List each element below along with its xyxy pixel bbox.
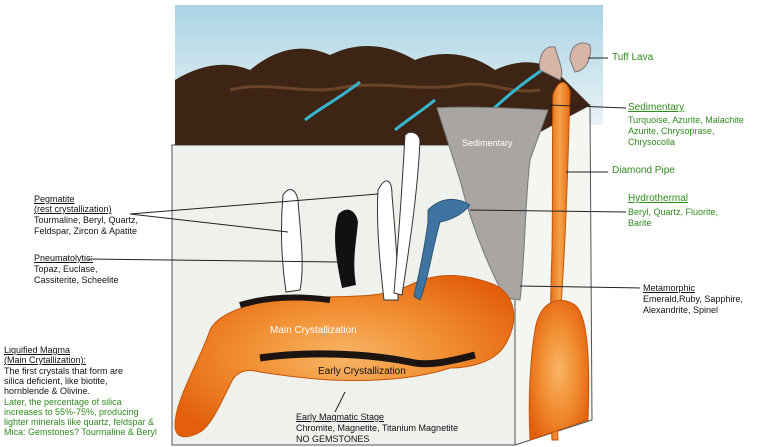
liquified-green-3: lighter minerals like quartz, feldspar &	[4, 417, 154, 427]
pegmatite-mineral-1: Tourmaline, Beryl, Quartz,	[34, 215, 138, 225]
liquified-text-2: silica deficient, like biotite,	[4, 376, 108, 386]
sedimentary-mineral-3: Chrysocolla	[628, 137, 675, 147]
tuff-lava-label: Tuff Lava	[612, 53, 653, 63]
hydrothermal-mineral-1: Beryl, Quartz, Fluorite,	[628, 207, 718, 217]
metamorphic-title: Metamorphic	[643, 283, 695, 293]
metamorphic-mineral-1: Emerald,Ruby, Sapphire,	[643, 294, 743, 304]
pneumatolytic-mineral-1: Topaz, Euclase,	[34, 264, 98, 274]
metamorphic-mineral-2: Alexandrite, Spinel	[643, 305, 718, 315]
diamond-pipe-label: Diamond Pipe	[612, 166, 675, 176]
liquified-magma-subtitle: (Main Crytallization):	[4, 355, 86, 365]
liquified-green-2: increases to 55%-75%, producing	[4, 407, 139, 417]
early-crystallization-label: Early Crystallization	[318, 367, 406, 377]
hydrothermal-mineral-2: Barite	[628, 218, 652, 228]
liquified-text-1: The first crystals that form are	[4, 366, 123, 376]
side-magma-chamber	[529, 300, 588, 440]
liquified-magma-title: Liquified Magma	[4, 345, 70, 355]
sedimentary-inner-label: Sedimentary	[462, 138, 513, 148]
pegmatite-mineral-2: Feldspar, Zircon & Apatite	[34, 226, 137, 236]
liquified-green-1: Later, the percentage of silica	[4, 397, 122, 407]
pegmatite-title: Pegmatite	[34, 194, 75, 204]
liquified-text-3: hornblende & Olivine.	[4, 386, 90, 396]
pneumatolytic-title: Pneumatolytic:	[34, 253, 93, 263]
early-magmatic-mineral-2: NO GEMSTONES	[296, 434, 369, 444]
pneumatolytic-mineral-2: Cassiterite, Scheelite	[34, 275, 119, 285]
sedimentary-title: Sedimentary	[628, 103, 684, 113]
early-magmatic-mineral-1: Chromite, Magnetite, Titanium Magnetite	[296, 423, 458, 433]
main-crystallization-label: Main Crystallization	[270, 326, 357, 336]
liquified-green-4: Mica: Gemstones? Tourmaline & Beryl	[4, 427, 157, 437]
hydrothermal-title: Hydrothermal	[628, 194, 688, 204]
pegmatite-subtitle: (rest crystallization)	[34, 204, 112, 214]
sedimentary-mineral-2: Azurite, Chrysoprase,	[628, 126, 715, 136]
early-magmatic-title: Early Magmatic Stage	[296, 412, 384, 422]
sedimentary-mineral-1: Turquoise, Azurite, Malachite	[628, 115, 744, 125]
